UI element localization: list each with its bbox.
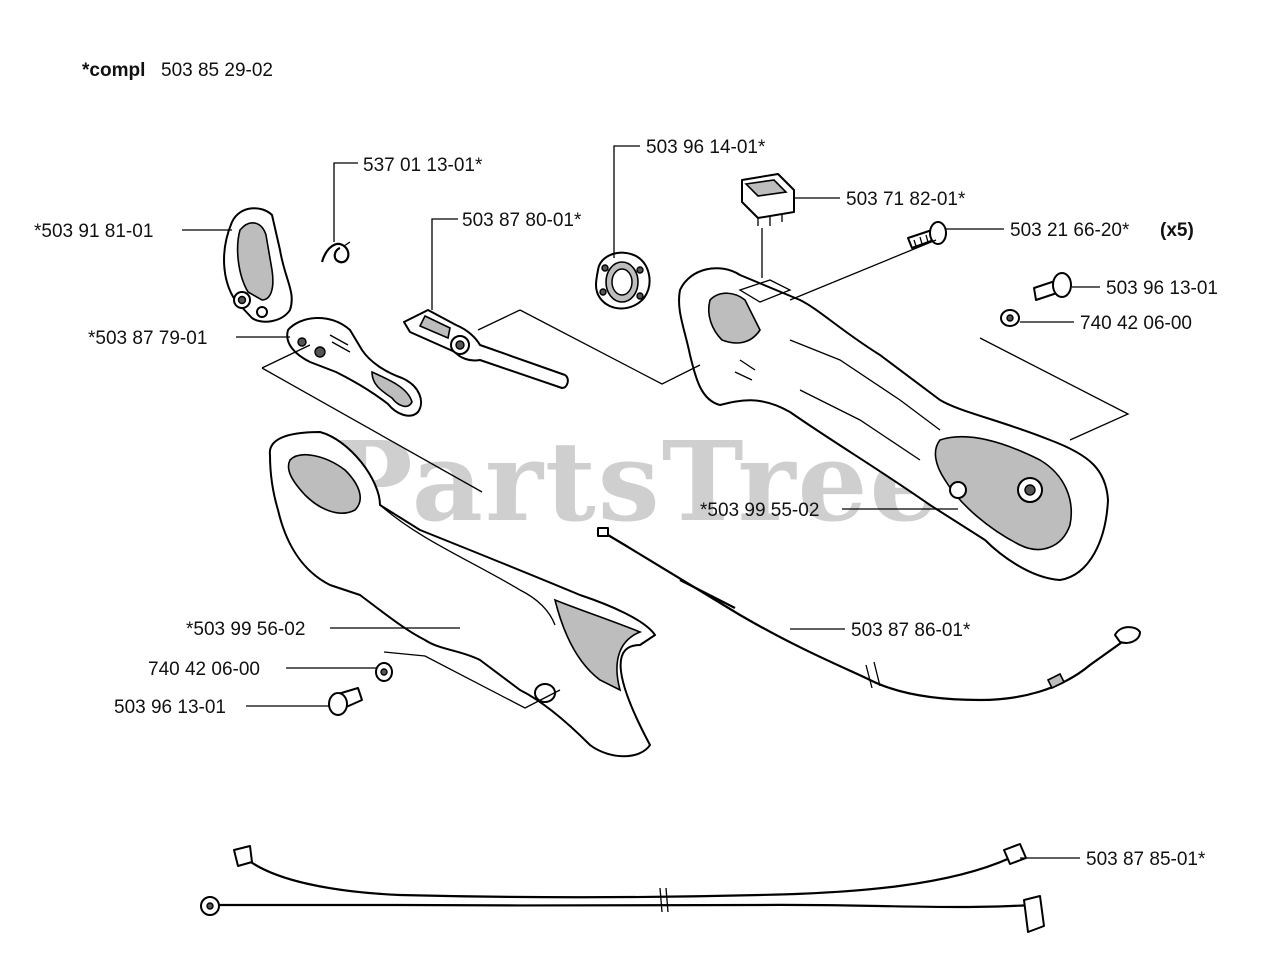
part-screw-bottom[interactable] <box>328 687 363 716</box>
label-740-42-06-00-top: 740 42 06-00 <box>1080 313 1192 334</box>
label-503-96-13-01-bottom: 503 96 13-01 <box>114 697 226 718</box>
part-clamp-bracket[interactable] <box>223 207 293 323</box>
part-washer-bottom[interactable] <box>375 662 393 682</box>
part-wire-harness[interactable] <box>200 843 1045 933</box>
part-spring[interactable] <box>320 241 351 264</box>
part-stop-switch[interactable] <box>741 173 795 226</box>
part-throttle-lever[interactable] <box>286 316 422 417</box>
part-screw-top[interactable] <box>1033 272 1072 301</box>
part-handle-left[interactable] <box>268 431 656 758</box>
label-503-87-79-01: *503 87 79-01 <box>88 328 207 349</box>
label-503-87-80-01: 503 87 80-01* <box>462 210 582 231</box>
part-screw[interactable] <box>907 221 947 249</box>
label-503-87-86-01: 503 87 86-01* <box>851 620 971 641</box>
compl-number: 503 85 29-02 <box>161 60 273 81</box>
label-503-91-81-01: *503 91 81-01 <box>34 221 153 242</box>
label-quantity-x5: (x5) <box>1160 220 1194 241</box>
label-503-71-82-01: 503 71 82-01* <box>846 189 966 210</box>
part-washer-top[interactable] <box>1000 309 1020 327</box>
leader-lines <box>182 145 1130 859</box>
label-503-21-66-20: 503 21 66-20* <box>1010 220 1130 241</box>
label-503-99-56-02: *503 99 56-02 <box>186 619 305 640</box>
part-throttle-cable[interactable] <box>597 527 1141 702</box>
label-503-87-85-01: 503 87 85-01* <box>1086 849 1206 870</box>
part-handle-right[interactable] <box>678 267 1109 581</box>
compl-prefix: *compl <box>82 60 145 81</box>
label-503-96-13-01-top: 503 96 13-01 <box>1106 278 1218 299</box>
label-537-01-13-01: 537 01 13-01* <box>363 155 483 176</box>
part-lockout-lever[interactable] <box>403 309 569 389</box>
label-740-42-06-00-bottom: 740 42 06-00 <box>148 659 260 680</box>
label-503-99-55-02: *503 99 55-02 <box>700 500 819 521</box>
label-503-96-14-01: 503 96 14-01* <box>646 137 766 158</box>
part-rubber-ring[interactable] <box>595 251 651 310</box>
